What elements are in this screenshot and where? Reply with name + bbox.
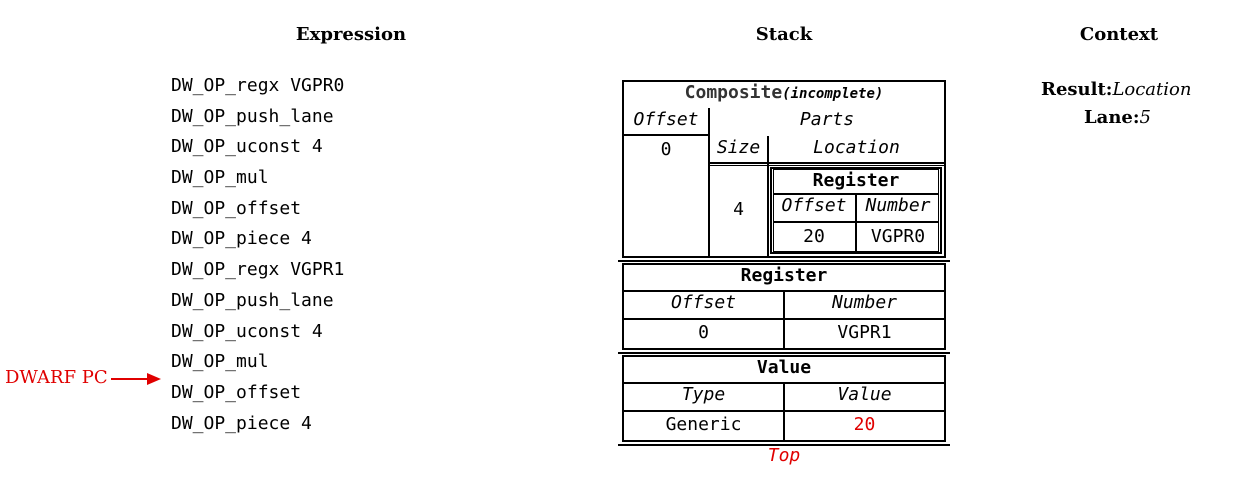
composite-size-header: Size: [716, 137, 761, 158]
composite-size-col-divider: [767, 136, 769, 258]
lane-label: Lane:: [1084, 107, 1140, 128]
expression-op: DW_OP_uconst 4: [171, 320, 323, 342]
lane-value: 5: [1139, 107, 1151, 128]
expression-op: DW_OP_mul: [171, 167, 269, 189]
value-value-header: Value: [837, 384, 892, 405]
dwarf-pc-label: DWARF PC: [5, 367, 108, 388]
stack-separator-1: [618, 260, 950, 262]
composite-register-box: [770, 167, 942, 254]
expression-op: DW_OP_piece 4: [171, 412, 312, 434]
composite-register-offset-header: Offset: [781, 195, 847, 216]
register-number-value: VGPR1: [837, 322, 892, 343]
value-type-header: Type: [681, 384, 726, 405]
composite-parts-divider-2: [708, 165, 946, 166]
dwarf-pc-arrow-icon: [111, 373, 161, 385]
composite-parts-header: Parts: [799, 109, 855, 130]
context-lane: Lane:5: [1084, 107, 1151, 128]
composite-register-number-header: Number: [865, 195, 931, 216]
composite-header-divider: [622, 134, 710, 136]
expression-op: DW_OP_push_lane: [171, 105, 334, 127]
expression-op: DW_OP_regx VGPR1: [171, 259, 345, 281]
stack-separator-3: [618, 444, 950, 446]
expression-header: Expression: [295, 24, 407, 45]
register-number-header: Number: [831, 292, 898, 313]
value-title: Value: [756, 357, 812, 378]
stack-header: Stack: [755, 24, 813, 45]
result-value: Location: [1112, 79, 1192, 100]
composite-entry: [622, 80, 946, 258]
expression-op: DW_OP_offset: [171, 197, 302, 219]
composite-location-header: Location: [813, 137, 900, 158]
stack-separator-2: [618, 352, 950, 354]
register-offset-header: Offset: [670, 292, 737, 313]
register-col-divider: [783, 290, 785, 350]
composite-offset-header: Offset: [633, 109, 699, 130]
expression-op: DW_OP_regx VGPR0: [171, 75, 345, 96]
composite-register-number-value: VGPR0: [870, 226, 926, 247]
composite-title-text: Composite: [684, 82, 783, 103]
composite-size-value: 4: [733, 199, 744, 220]
composite-offset-col-divider: [708, 108, 710, 258]
expression-op: DW_OP_mul: [171, 351, 269, 373]
register-row-divider: [622, 318, 946, 320]
expression-op: DW_OP_piece 4: [171, 228, 312, 250]
value-col-divider: [783, 382, 785, 442]
expression-op: DW_OP_uconst 4: [171, 136, 323, 158]
register-offset-value: 0: [698, 322, 709, 343]
context-header: Context: [1079, 24, 1159, 45]
register-title: Register: [740, 265, 828, 286]
expression-op: DW_OP_push_lane: [171, 289, 334, 311]
value-value-value: 20: [853, 414, 876, 435]
expression-op: DW_OP_offset: [171, 381, 302, 403]
composite-offset-value: 0: [660, 139, 672, 160]
value-row-divider: [622, 410, 946, 412]
stack-top-label: Top: [767, 445, 801, 466]
composite-register-offset-value: 20: [803, 226, 825, 247]
value-type-value: Generic: [665, 414, 742, 435]
context-result: Result:Location: [1041, 79, 1191, 100]
composite-parts-divider: [708, 162, 946, 164]
composite-register-row-divider: [773, 221, 939, 223]
result-label: Result:: [1041, 79, 1113, 100]
composite-title: Composite(incomplete): [622, 82, 946, 105]
composite-register-title: Register: [812, 170, 900, 191]
composite-subtitle: (incomplete): [782, 86, 884, 102]
